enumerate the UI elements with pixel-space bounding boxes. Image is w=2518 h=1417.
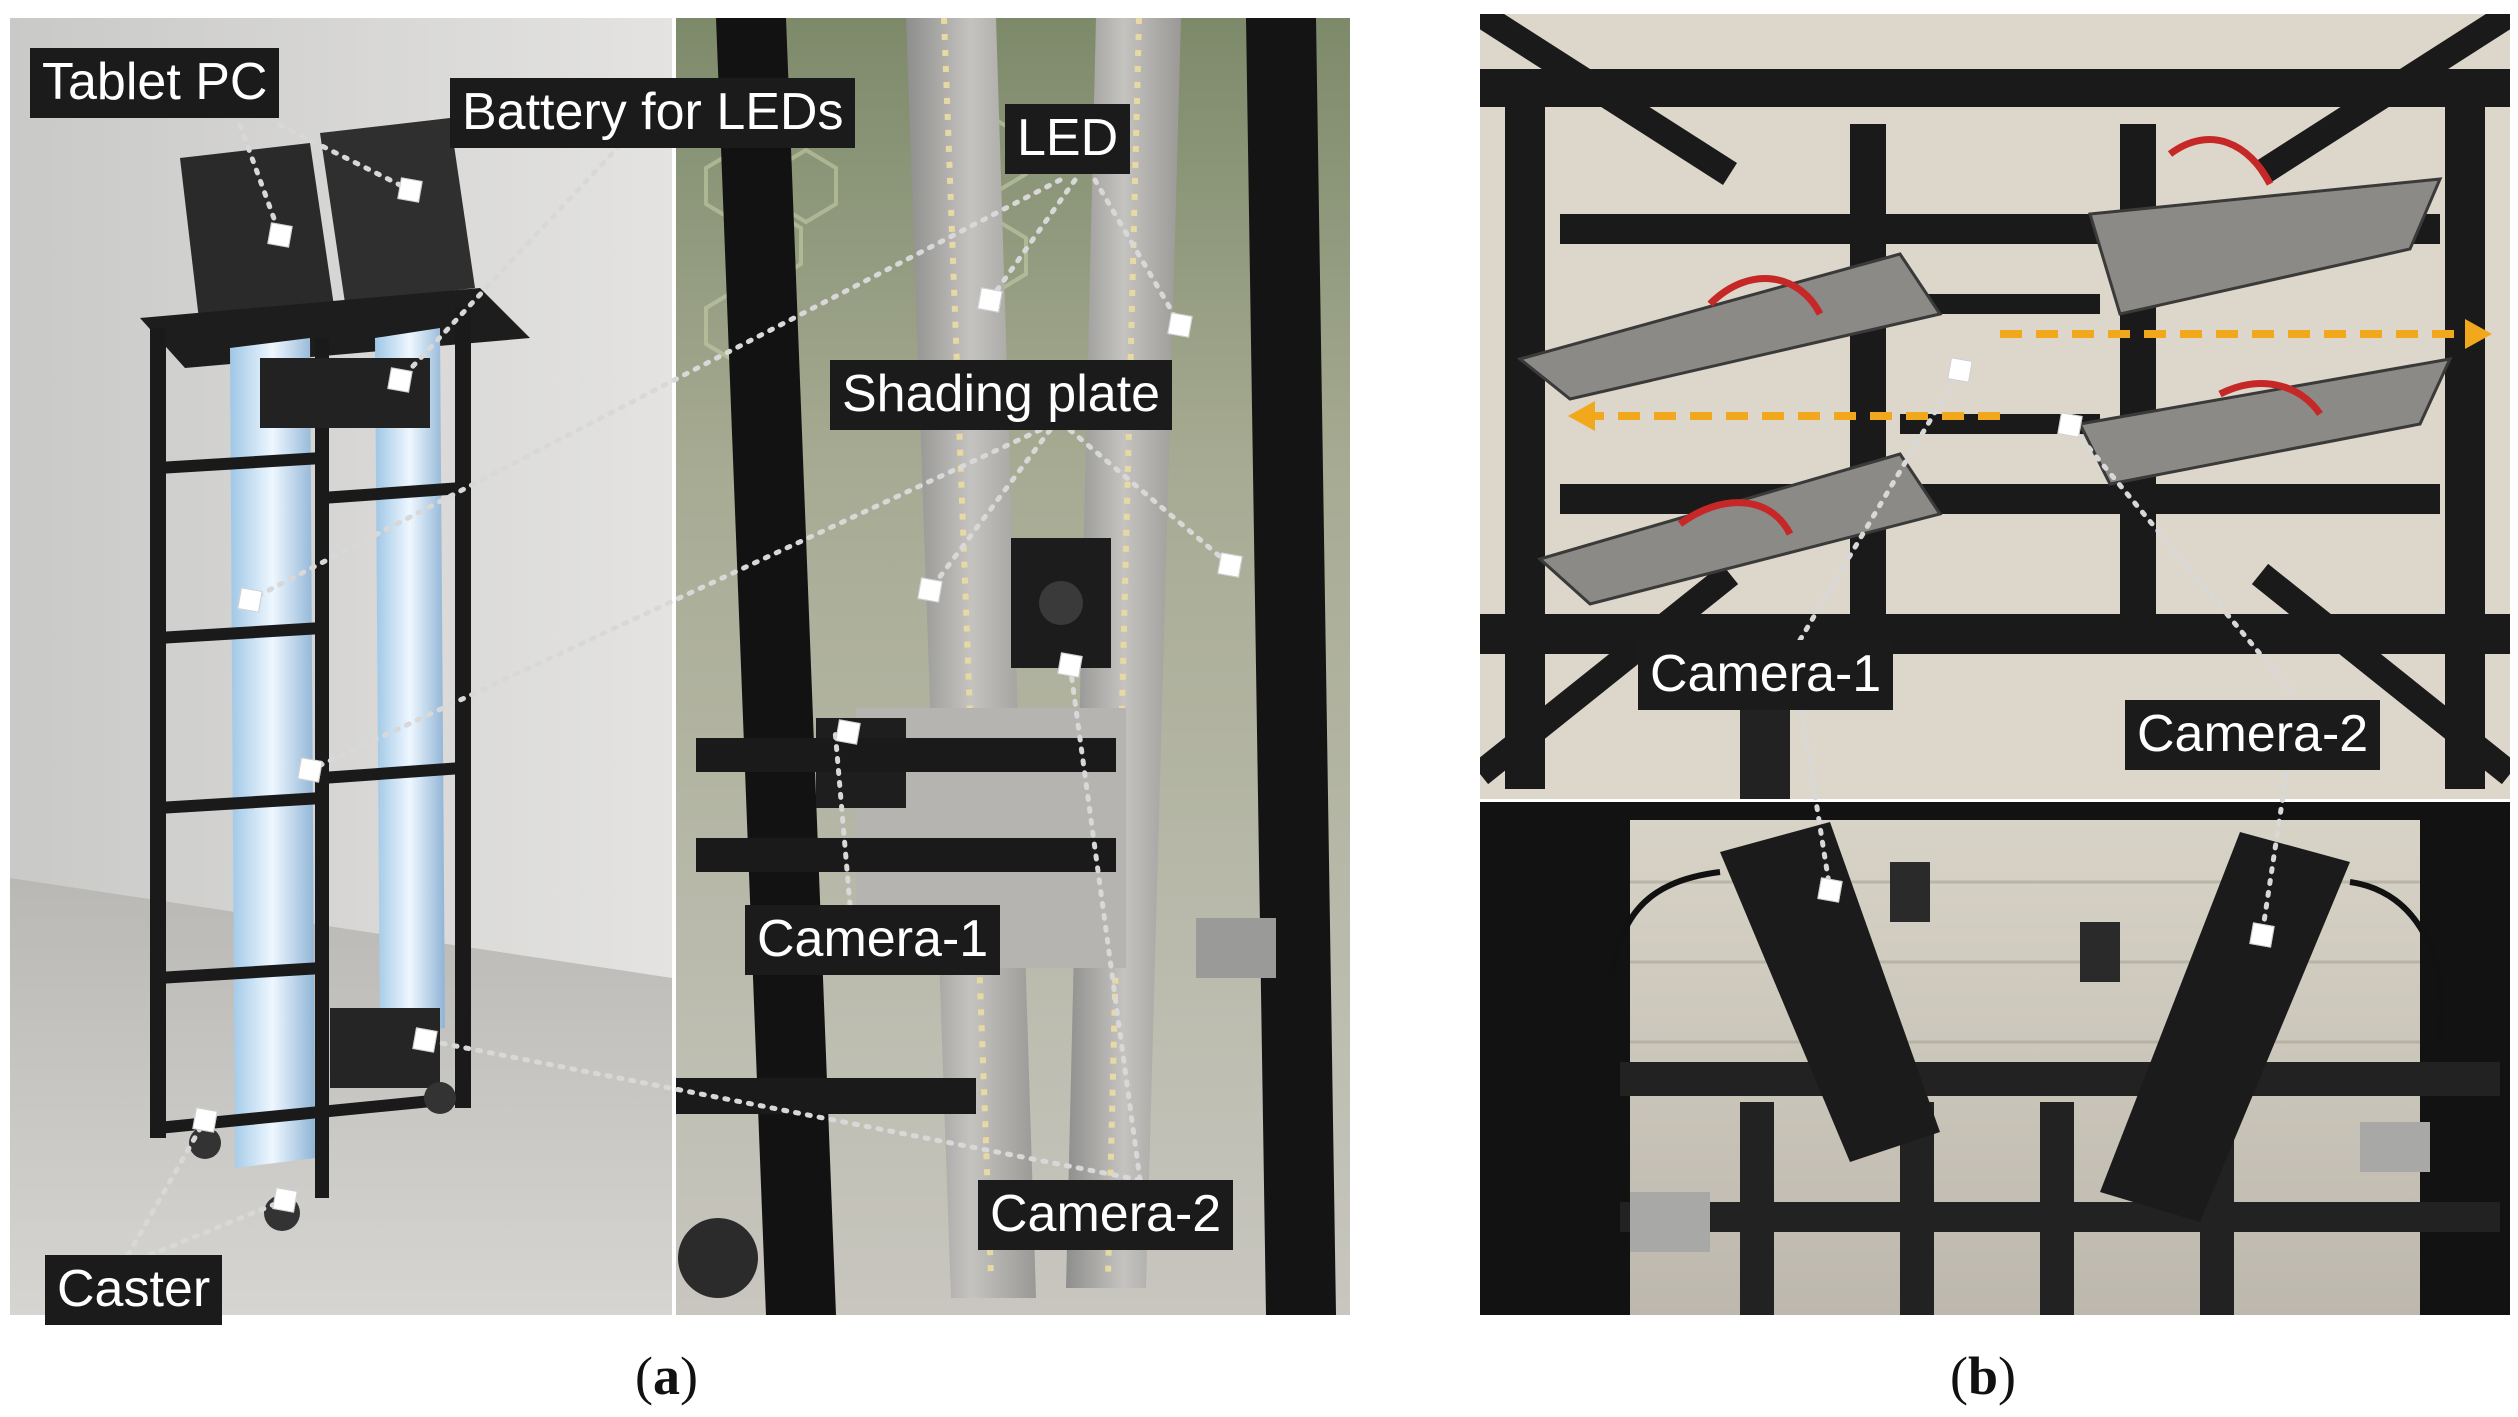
marker-caster-1	[192, 1107, 218, 1133]
photo-a-right	[676, 18, 1350, 1315]
marker-caster-2	[272, 1187, 298, 1213]
marker-led-1	[977, 287, 1003, 313]
label-camera-1-b: Camera-1	[1638, 640, 1894, 710]
photo-a-left	[10, 18, 672, 1315]
label-camera-2-b: Camera-2	[2125, 700, 2381, 770]
label-tablet-pc: Tablet PC	[30, 48, 280, 118]
photo-b-bottom	[1480, 802, 2510, 1315]
label-camera-1-a: Camera-1	[745, 905, 1001, 975]
label-led: LED	[1005, 104, 1131, 174]
photo-b-bottom-illustration	[1480, 802, 2510, 1315]
label-caster: Caster	[45, 1255, 223, 1325]
marker-camera1-b-bottom	[1817, 877, 1843, 903]
marker-camera2-a-1	[1057, 652, 1083, 678]
marker-camera2-b-bottom	[2249, 922, 2275, 948]
photo-b-top	[1480, 14, 2510, 799]
marker-camera1-a	[835, 719, 861, 745]
photo-b-top-illustration	[1480, 14, 2510, 799]
caption-letter-a: a	[652, 1346, 680, 1406]
marker-plate-left	[297, 757, 323, 783]
label-shading-plate: Shading plate	[830, 360, 1173, 430]
marker-camera2-b-top	[2057, 412, 2083, 438]
caption-letter-b: b	[1967, 1346, 1999, 1406]
marker-tablet-2	[397, 177, 423, 203]
photo-a-left-illustration	[10, 18, 672, 1315]
caption-panel-b: (b)	[1950, 1346, 2017, 1406]
marker-battery	[387, 367, 413, 393]
marker-plate-2	[1217, 552, 1243, 578]
marker-camera1-b-top	[1947, 357, 1973, 383]
photo-a-right-illustration	[676, 18, 1350, 1315]
label-battery-for-leds: Battery for LEDs	[450, 78, 856, 148]
marker-plate-1	[917, 577, 943, 603]
marker-led-2	[1167, 312, 1193, 338]
label-camera-2-a: Camera-2	[978, 1180, 1234, 1250]
caption-panel-a: (a)	[635, 1346, 698, 1406]
marker-camera2-a-2	[412, 1027, 438, 1053]
marker-led-left	[237, 587, 263, 613]
marker-tablet-1	[267, 222, 293, 248]
